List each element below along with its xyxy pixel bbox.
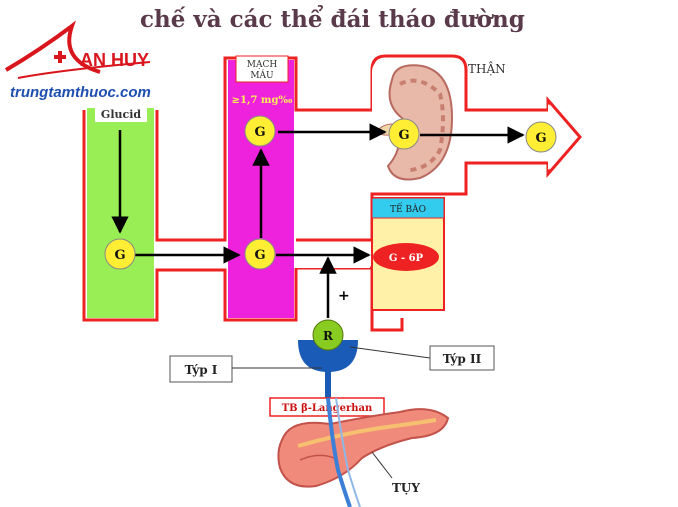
svg-text:G: G [254, 248, 265, 263]
logo-website: trungtamthuoc.com [10, 84, 151, 101]
svg-text:G: G [535, 131, 546, 146]
g6p-label: G - 6P [389, 253, 424, 264]
glucose-node-kidney: G [388, 118, 420, 150]
type2-box [429, 345, 495, 371]
type1-label: Týp I [185, 363, 218, 377]
blood-to-kidney-vessel [294, 112, 370, 161]
receptor-cup [298, 340, 358, 372]
blood-vessel-label-box [235, 55, 289, 83]
blood-glucose-threshold: ≥1,7 mg‰ [232, 95, 293, 106]
g6p-node [373, 243, 439, 271]
logo-mark [4, 20, 151, 79]
svg-text:G: G [398, 128, 409, 143]
flow-arrows [111, 123, 525, 318]
glucose-node-gut: G [104, 238, 136, 270]
type2-pointer [349, 346, 431, 359]
glucose-node-blood-upper: G [244, 115, 276, 147]
glucose-node-blood-lower: G [244, 238, 276, 270]
cell-label: TẾ BÀO [390, 202, 426, 215]
pancreas-illustration [277, 397, 450, 507]
receptor-node: R [312, 319, 344, 351]
type1-box [169, 355, 233, 383]
logo-brand-name: AN HUY [80, 50, 150, 70]
pancreas-pointer [371, 451, 393, 479]
blood-vessel-label-line2: MÁU [250, 69, 274, 81]
cell-header [371, 197, 445, 219]
svg-text:G: G [254, 125, 265, 140]
svg-text:R: R [323, 329, 334, 343]
glucose-node-urine: G [525, 121, 557, 153]
activation-plus-sign: + [338, 288, 350, 304]
pancreas-label: TỤY [392, 481, 420, 495]
page-title: chế và các thể đái tháo đường [140, 6, 525, 33]
svg-text:G: G [114, 248, 125, 263]
type2-label: Týp II [443, 352, 482, 366]
glucid-label: Glucid [101, 108, 141, 121]
blood-vessel-label-line1: MẠCH [247, 60, 278, 70]
kidney-label: THẬN [468, 60, 506, 76]
outline-pipe [82, 54, 582, 332]
glucid-label-box [95, 104, 147, 122]
